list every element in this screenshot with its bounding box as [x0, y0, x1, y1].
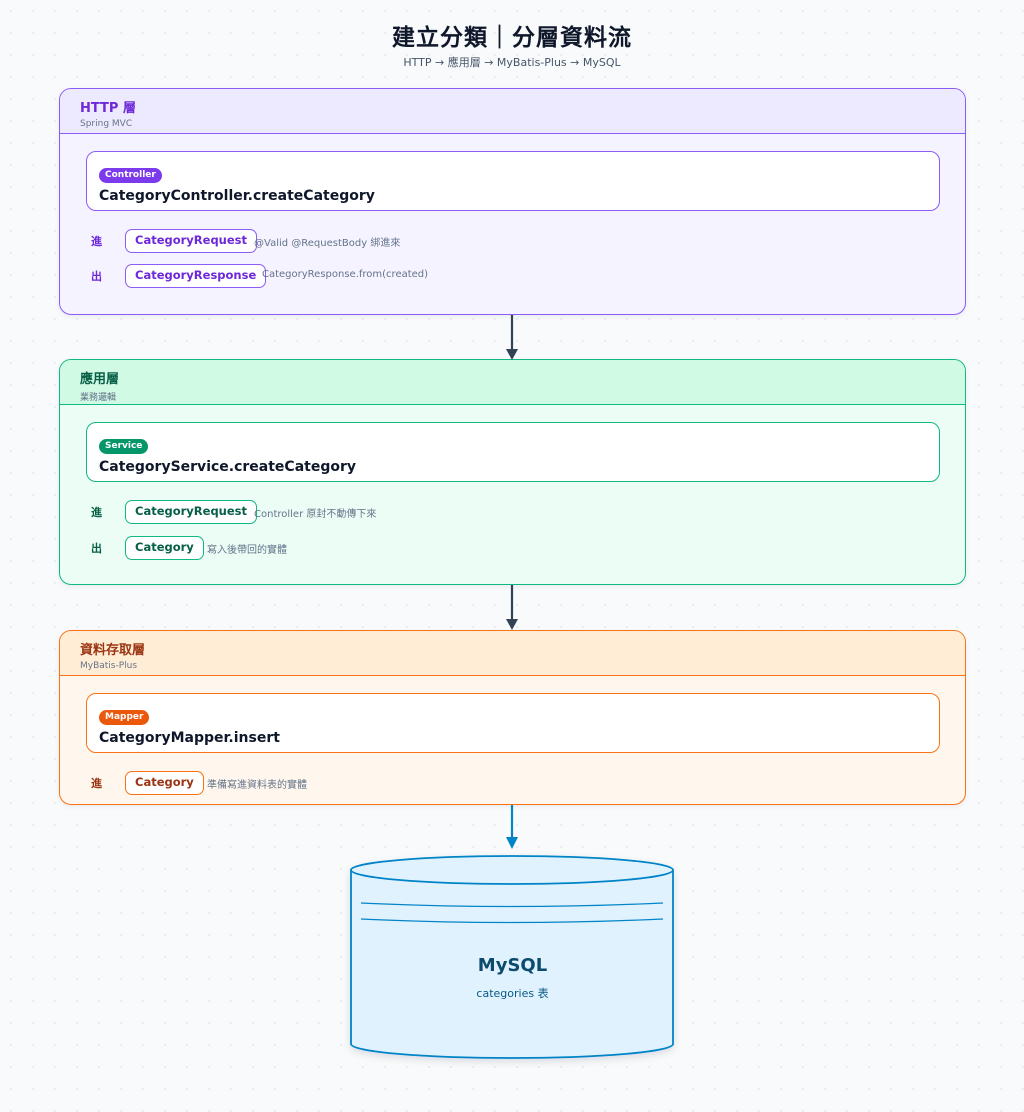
- io-label-in: 進: [91, 506, 102, 519]
- io-type-chip: Category: [125, 771, 204, 795]
- controller-method: CategoryController.createCategory: [99, 188, 375, 204]
- database-cylinder-icon: [350, 855, 674, 1059]
- layer-http-sub: Spring MVC: [80, 119, 133, 129]
- io-type-chip: Category: [125, 536, 204, 560]
- mapper-tag: Mapper: [99, 710, 150, 725]
- io-label-out: 出: [91, 270, 102, 283]
- page-title: 建立分類｜分層資料流: [392, 25, 632, 51]
- mapper-method: CategoryMapper.insert: [99, 730, 280, 746]
- io-note: 寫入後帶回的實體: [207, 545, 287, 556]
- io-type-chip: CategoryResponse: [125, 264, 267, 288]
- io-label-in: 進: [91, 777, 102, 790]
- service-method: CategoryService.createCategory: [99, 459, 357, 475]
- arrow-down-icon: [506, 805, 518, 849]
- io-row: 進 CategoryRequest @Valid @RequestBody 綁進…: [60, 229, 965, 253]
- arrow-down-icon: [506, 315, 518, 360]
- io-label-out: 出: [91, 542, 102, 555]
- io-note: CategoryResponse.from(created): [262, 269, 429, 280]
- io-note: @Valid @RequestBody 綁進來: [254, 238, 401, 249]
- layer-app-header: 應用層 業務邏輯: [60, 360, 965, 405]
- io-row: 出 CategoryResponse CategoryResponse.from…: [60, 264, 965, 288]
- database-table: categories 表: [476, 987, 549, 1000]
- layer-app: 應用層 業務邏輯 Service CategoryService.createC…: [59, 359, 966, 585]
- controller-card[interactable]: Controller CategoryController.createCate…: [86, 151, 940, 211]
- controller-tag: Controller: [99, 168, 162, 183]
- io-note: 準備寫進資料表的實體: [207, 780, 307, 791]
- layer-http-header: HTTP 層 Spring MVC: [60, 89, 965, 134]
- io-row: 出 Category 寫入後帶回的實體: [60, 536, 965, 560]
- layer-http-name: HTTP 層: [80, 101, 136, 116]
- layer-data-sub: MyBatis-Plus: [80, 661, 138, 671]
- io-row: 進 Category 準備寫進資料表的實體: [60, 771, 965, 795]
- io-note: Controller 原封不動傳下來: [254, 509, 377, 520]
- layer-app-sub: 業務邏輯: [80, 393, 117, 403]
- io-type-chip: CategoryRequest: [125, 229, 258, 253]
- io-label-in: 進: [91, 235, 102, 248]
- page-subtitle: HTTP → 應用層 → MyBatis-Plus → MySQL: [403, 56, 621, 69]
- io-row: 進 CategoryRequest Controller 原封不動傳下來: [60, 500, 965, 524]
- arrow-down-icon: [506, 585, 518, 630]
- layer-data: 資料存取層 MyBatis-Plus Mapper CategoryMapper…: [59, 630, 966, 805]
- layer-data-name: 資料存取層: [80, 643, 146, 658]
- layer-data-header: 資料存取層 MyBatis-Plus: [60, 631, 965, 676]
- layer-app-name: 應用層: [80, 372, 120, 387]
- service-tag: Service: [99, 439, 149, 454]
- mapper-card[interactable]: Mapper CategoryMapper.insert: [86, 693, 940, 753]
- database-title: MySQL: [477, 955, 548, 976]
- service-card[interactable]: Service CategoryService.createCategory: [86, 422, 940, 482]
- layer-http: HTTP 層 Spring MVC Controller CategoryCon…: [59, 88, 966, 315]
- io-type-chip: CategoryRequest: [125, 500, 258, 524]
